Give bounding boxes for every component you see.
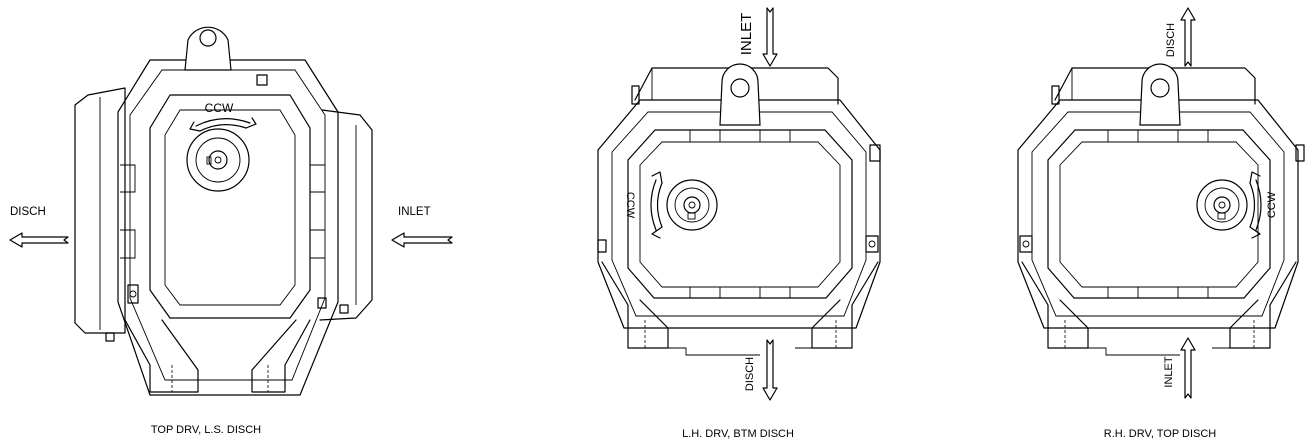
pump-body-outline	[1017, 99, 1299, 329]
inlet-arrow	[1180, 337, 1196, 399]
disch-label: DISCH	[10, 206, 46, 218]
inner-casing	[149, 94, 311, 319]
top-housing	[634, 67, 839, 105]
lifting-eye	[1139, 63, 1181, 126]
view-right-hand-drive: CCW DISCH INLET R.H. DRV, TOP DISCH	[1017, 7, 1305, 440]
left-housing	[74, 87, 126, 334]
foot-right	[1229, 261, 1297, 349]
drive-shaft	[186, 128, 250, 192]
lifting-eye	[719, 63, 761, 126]
top-housing	[1054, 67, 1256, 105]
disch-label: DISCH	[744, 357, 756, 391]
disch-arrow	[762, 339, 778, 401]
pump-body-outline	[117, 59, 339, 396]
inlet-label: INLET	[738, 13, 755, 56]
inner-casing	[1047, 129, 1271, 299]
rotation-arrow	[1255, 179, 1262, 231]
caption-right-hand-drive: R.H. DRV, TOP DISCH	[1104, 428, 1217, 440]
inlet-label: INLET	[1163, 356, 1175, 387]
rotation-label: CCW	[205, 101, 234, 115]
pump-body-outline	[597, 99, 881, 329]
inner-casing	[627, 129, 853, 299]
foot-left	[1021, 261, 1089, 349]
drive-shaft	[666, 179, 718, 231]
foot-right	[251, 319, 311, 393]
disch-label: DISCH	[1165, 23, 1177, 57]
view-top-drive: CCW DISCH INLET TOP DRV, L.S. DISCH	[9, 26, 453, 436]
inlet-arrow	[391, 232, 453, 248]
caption-top-drive: TOP DRV, L.S. DISCH	[151, 424, 261, 436]
caption-left-hand-drive: L.H. DRV, BTM DISCH	[682, 428, 794, 440]
disch-arrow	[1180, 7, 1196, 67]
foot-left	[601, 261, 669, 349]
drive-shaft	[1196, 179, 1248, 231]
foot-right	[811, 261, 879, 349]
view-left-hand-drive: CCW INLET DISCH L.H. DRV, BTM DISCH	[597, 7, 881, 440]
inlet-label: INLET	[398, 206, 431, 218]
rotation-arrow	[650, 179, 657, 231]
disch-arrow	[9, 232, 69, 248]
inlet-arrow	[762, 7, 778, 67]
right-housing	[319, 109, 373, 321]
rotation-label: CCW	[624, 192, 636, 219]
foot-left	[124, 319, 199, 393]
lifting-eye	[184, 26, 232, 71]
rotation-arrow	[195, 118, 251, 127]
rotation-label: CCW	[1266, 191, 1278, 218]
